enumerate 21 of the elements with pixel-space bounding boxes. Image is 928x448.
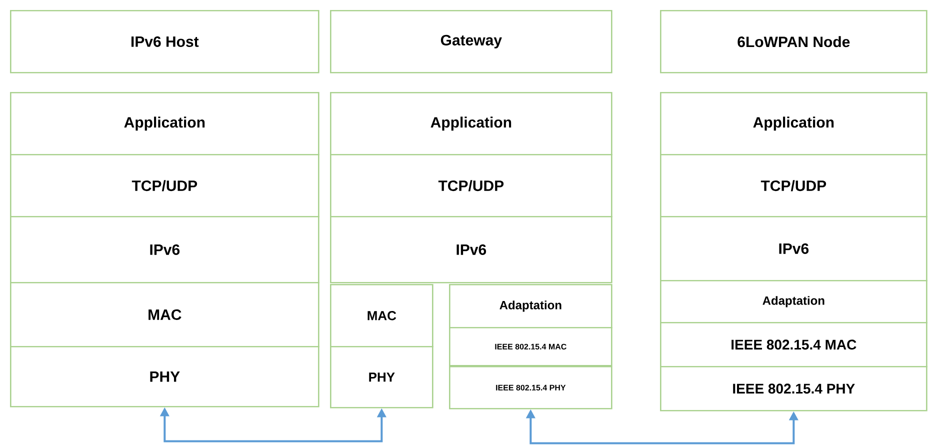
layer-box: MAC [330,284,434,348]
device-box: 6LoWPAN Node [660,10,928,74]
layer-box: Application [660,92,928,156]
layer-box: Adaptation [449,284,612,328]
layer-box: IEEE 802.15.4 PHY [660,366,928,412]
device-box: IPv6 Host [10,10,320,74]
layer-box: PHY [330,346,434,408]
layer-box: IEEE 802.15.4 MAC [660,322,928,368]
layer-box: Adaptation [660,280,928,324]
layer-box: Application [10,92,320,156]
layer-box: IEEE 802.15.4 PHY [449,366,612,410]
layer-box: TCP/UDP [660,154,928,218]
device-box: Gateway [330,10,612,74]
layer-box: IPv6 [10,216,320,284]
layer-box: MAC [10,282,320,348]
layer-box: TCP/UDP [330,154,612,218]
layer-box: IPv6 [660,216,928,282]
layer-box: Application [330,92,612,156]
layer-box: PHY [10,346,320,408]
layer-box: TCP/UDP [10,154,320,218]
layer-box: IEEE 802.15.4 MAC [449,327,612,366]
